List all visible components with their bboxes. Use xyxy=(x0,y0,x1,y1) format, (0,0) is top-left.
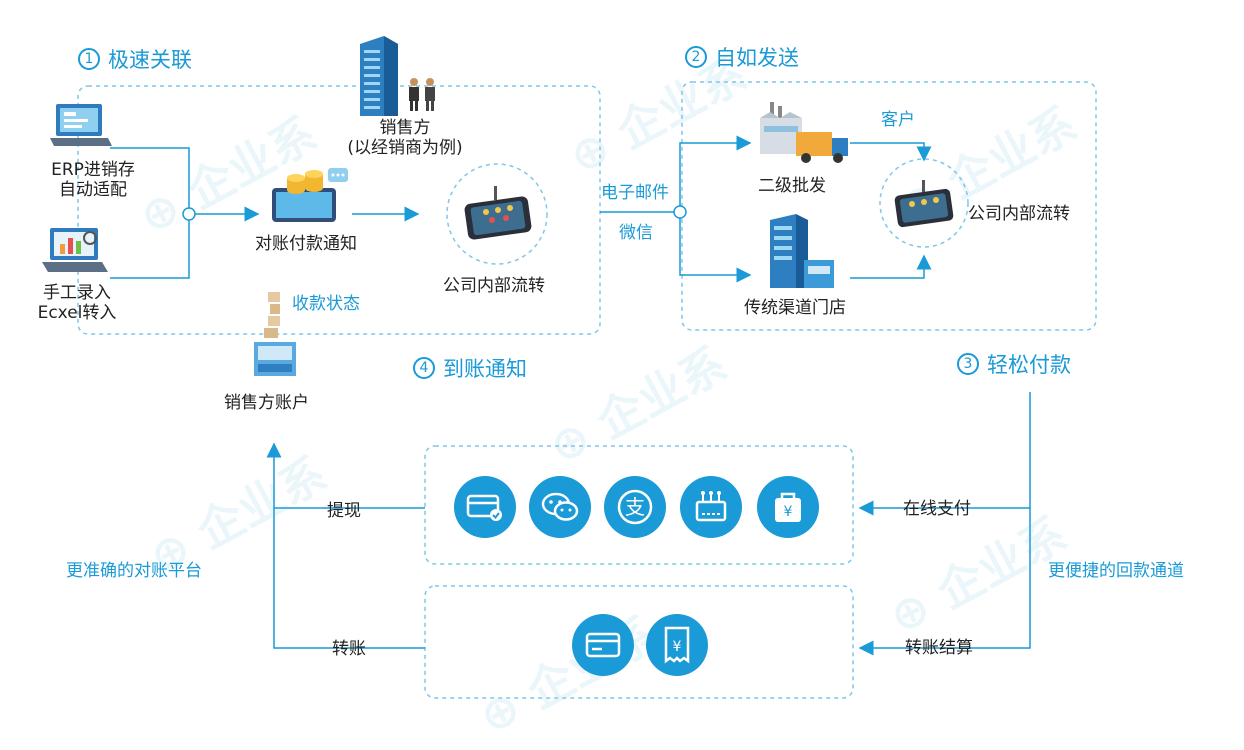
step-1-heading: 1 极速关联 xyxy=(78,44,192,74)
step-label: 到账通知 xyxy=(443,357,527,381)
erp-line-1: ERP进销存 xyxy=(51,160,135,180)
step-number: 3 xyxy=(957,353,979,375)
step-number: 4 xyxy=(413,357,435,379)
alipay-icon[interactable]: 支 xyxy=(604,476,666,538)
seller-line-1: 销售方 xyxy=(379,118,431,138)
right-internal-label: 公司内部流转 xyxy=(968,204,1070,224)
office-building-icon xyxy=(360,36,398,116)
step-label: 轻松付款 xyxy=(987,353,1071,377)
receipt-status-label: 收款状态 xyxy=(292,294,360,314)
wholesale-label: 二级批发 xyxy=(758,176,826,196)
bank-account-icon xyxy=(254,292,296,376)
transfer-label: 转账 xyxy=(332,639,366,659)
accurate-platform-caption: 更准确的对账平台 xyxy=(66,561,202,581)
wallet-yen-icon[interactable]: ¥ xyxy=(757,476,819,538)
erp-laptop-icon xyxy=(50,104,112,146)
step-label: 自如发送 xyxy=(715,46,799,70)
pos-terminal-icon[interactable] xyxy=(680,476,742,538)
left-internal-label: 公司内部流转 xyxy=(443,276,545,296)
manual-line-2: Ecxel转入 xyxy=(37,303,117,324)
step-label: 极速关联 xyxy=(108,48,192,72)
step-2-heading: 2 自如发送 xyxy=(685,42,799,72)
step-3-heading: 3 轻松付款 xyxy=(957,349,1071,379)
phone-workflow-icon xyxy=(894,180,954,228)
step-number: 1 xyxy=(78,48,100,70)
erp-label: ERP进销存 自动适配 xyxy=(38,160,148,201)
svg-text:¥: ¥ xyxy=(784,504,793,520)
seller-account-label: 销售方账户 xyxy=(224,393,309,413)
store-building-icon xyxy=(770,214,834,288)
receipt-yen-icon[interactable]: ¥ xyxy=(646,614,708,676)
coins-tablet-icon xyxy=(272,168,348,222)
business-people-icon xyxy=(409,78,435,111)
seller-line-2: (以经销商为例) xyxy=(347,138,463,159)
notice-label: 对账付款通知 xyxy=(255,234,357,254)
svg-text:¥: ¥ xyxy=(673,639,682,655)
factory-truck-icon xyxy=(760,102,848,163)
customer-label: 客户 xyxy=(881,110,915,130)
transfer-settle-label: 转账结算 xyxy=(905,638,973,658)
convenient-channel-caption: 更便捷的回款通道 xyxy=(1048,561,1184,581)
step-number: 2 xyxy=(685,46,707,68)
manual-entry-label: 手工录入 Ecxel转入 xyxy=(22,283,132,324)
store-label: 传统渠道门店 xyxy=(744,298,846,318)
bank-card-icon[interactable] xyxy=(572,614,634,676)
channel-wechat-label: 微信 xyxy=(619,223,653,243)
manual-line-1: 手工录入 xyxy=(43,283,111,303)
online-pay-label: 在线支付 xyxy=(903,499,971,519)
channel-email-label: 电子邮件 xyxy=(601,183,669,203)
manual-entry-laptop-icon xyxy=(42,228,108,272)
bank-card-check-icon[interactable] xyxy=(454,476,516,538)
erp-line-2: 自动适配 xyxy=(59,180,127,201)
seller-label: 销售方 (以经销商为例) xyxy=(320,118,490,159)
wechat-icon[interactable] xyxy=(529,476,591,538)
withdraw-label: 提现 xyxy=(327,501,361,521)
svg-text:支: 支 xyxy=(625,495,645,519)
phone-workflow-icon xyxy=(464,186,532,240)
step-4-heading: 4 到账通知 xyxy=(413,353,527,383)
